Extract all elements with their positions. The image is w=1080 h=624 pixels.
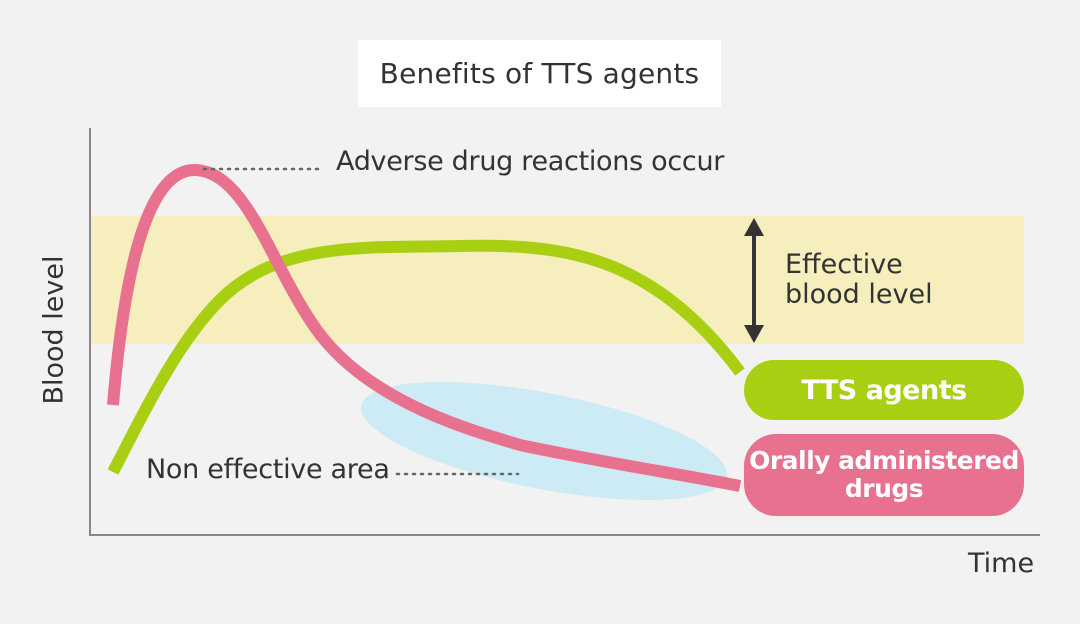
oral-drugs-line2: drugs bbox=[844, 474, 924, 503]
chart-title: Benefits of TTS agents bbox=[358, 40, 721, 107]
oral-drugs-line1: Orally administered bbox=[749, 446, 1019, 475]
effective-blood-level-label: Effective blood level bbox=[785, 250, 933, 310]
effective-label-line1: Effective bbox=[785, 249, 903, 280]
non-effective-area bbox=[361, 382, 727, 500]
oral-curve bbox=[107, 163, 742, 492]
tts-agents-text: TTS agents bbox=[801, 374, 967, 406]
effective-label-line2: blood level bbox=[785, 279, 933, 310]
up-down-arrow-icon bbox=[744, 218, 764, 343]
non-effective-annotation: Non effective area bbox=[146, 454, 390, 485]
oral-drugs-label: Orally administered drugs bbox=[744, 434, 1024, 516]
x-axis-label: Time bbox=[968, 548, 1035, 579]
y-axis-label: Blood level bbox=[38, 255, 70, 405]
tts-curve bbox=[107, 239, 745, 475]
adverse-reactions-annotation: Adverse drug reactions occur bbox=[336, 146, 725, 177]
tts-agents-label: TTS agents bbox=[744, 360, 1024, 420]
